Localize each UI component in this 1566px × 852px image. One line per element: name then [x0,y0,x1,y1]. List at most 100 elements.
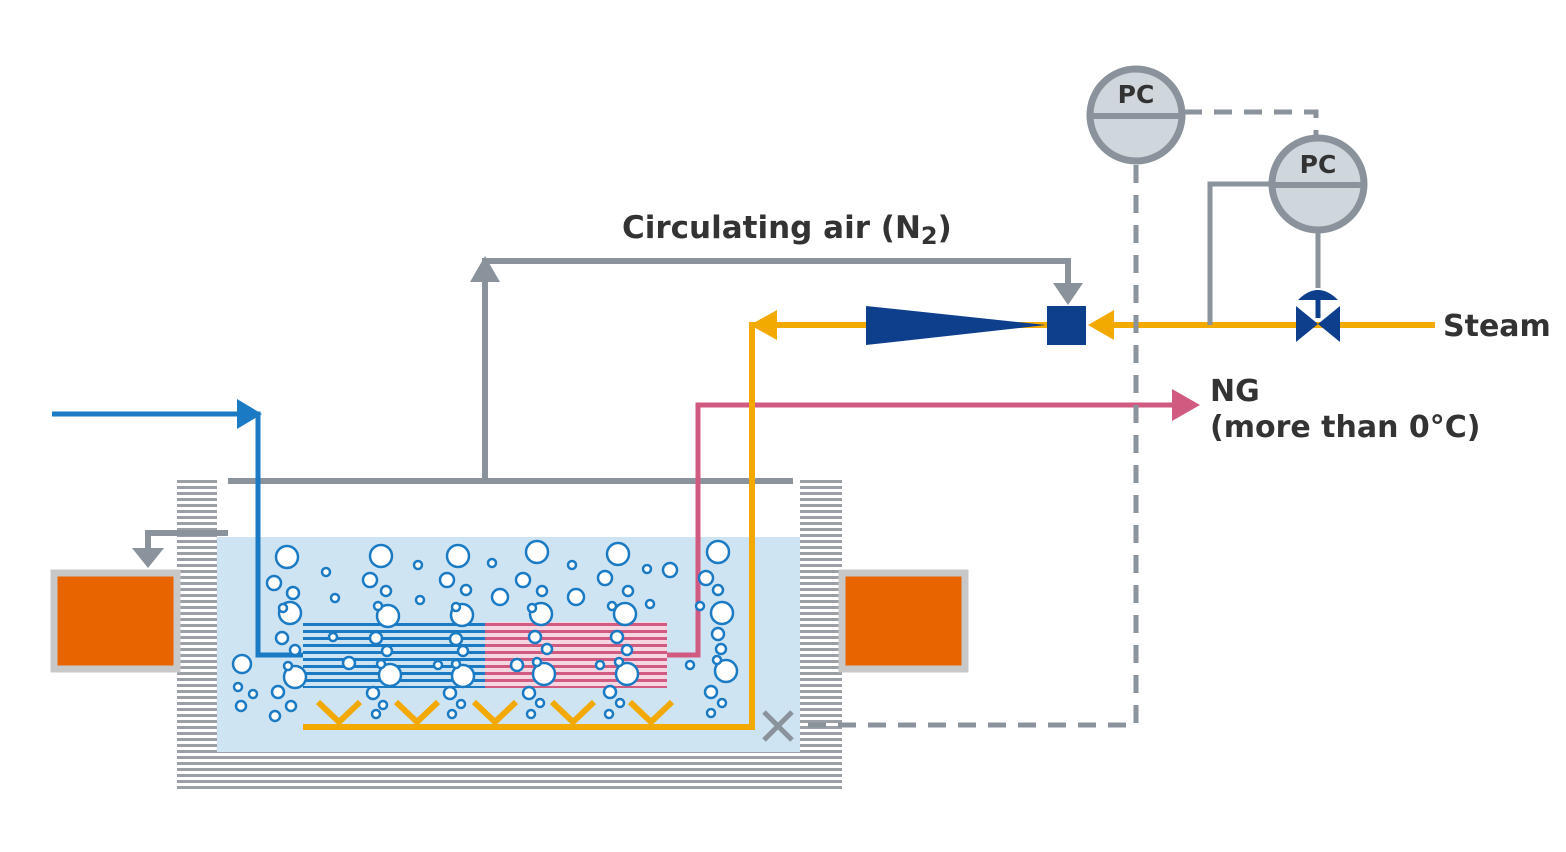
bubble [527,629,543,645]
bubble [596,569,614,587]
bubble [697,569,715,587]
bubble [282,660,294,672]
bubble [379,584,393,598]
bubble [490,587,510,607]
bubble [450,663,476,689]
bubble [705,707,717,719]
bubble [455,698,467,710]
bubble [716,697,728,709]
bubble [606,600,618,612]
bowtie-valve-icon[interactable] [1296,290,1340,342]
bubble [268,709,282,723]
heater-left [50,569,181,673]
overflow-outlet [132,530,228,568]
air-up-arrow [470,256,500,282]
bubble [232,681,244,693]
bubble [375,603,401,629]
bubble [368,543,394,569]
pc-signal-dashed [1184,109,1319,138]
bubble [594,659,606,671]
bubble [531,661,557,687]
bubble [438,571,456,589]
bubble [705,539,731,565]
pc-right-label: PC [1300,150,1337,179]
bubble [713,658,739,684]
lng-inlet-arrow [237,399,262,429]
bubble [285,585,301,601]
circulating-air-line [470,256,1083,481]
bubble [540,642,554,656]
bubble [414,594,426,606]
bubble [329,592,341,604]
bubble [377,699,389,711]
bubble [361,571,379,589]
pressure-controller-top[interactable]: PC [1086,65,1186,165]
bubble [368,630,384,646]
bubble [284,699,298,713]
bubble [445,543,471,569]
ng-temperature-label: (more than 0°C) [1210,410,1481,445]
bubble [277,602,289,614]
bubble [456,644,470,658]
bubble [265,574,283,592]
bubble [247,688,259,700]
bubble [535,584,549,598]
bubble [605,541,631,567]
bubble [534,697,546,709]
bubble [450,658,462,670]
tank-left-wall [177,477,217,790]
bubble [274,544,300,570]
pc-top-label: PC [1118,80,1155,109]
bubble [448,631,464,647]
bubble [521,685,537,701]
bubble [602,684,618,700]
heater-right [838,569,969,673]
bubble [372,600,384,612]
bubble [614,697,626,709]
ng-outlet-pipe [667,389,1200,658]
bubble [282,664,308,690]
bubble [684,659,696,671]
steam-arrow [1088,310,1114,340]
lng-inlet-pipe [52,399,303,658]
bubble [327,631,339,643]
bubble [365,685,381,701]
bubble [459,583,473,597]
sparger-nozzles [315,699,675,727]
bubble [446,708,458,720]
tank-bottom-wall [177,752,842,790]
bubble [711,654,723,666]
tank-right-wall [800,477,842,790]
bubble [509,657,525,673]
bubble [450,601,462,613]
steam-label: Steam [1443,309,1551,344]
bubble [566,587,586,607]
bubble [614,661,640,687]
bubble [661,561,679,579]
bubble [711,583,725,597]
bubble [709,600,735,626]
cone-icon [866,306,1046,345]
pressure-controller-right[interactable]: PC [1268,134,1368,234]
bubble [621,584,635,598]
bubble [694,600,706,612]
bubble [613,656,625,668]
bubble [531,656,543,668]
bubble [641,563,653,575]
control-lines [808,109,1321,728]
bubble [432,659,444,671]
bubble [603,708,615,720]
ng-label: NG [1210,374,1260,409]
bubble [320,566,332,578]
bubble [710,626,726,642]
bubble [525,708,537,720]
bubble [514,571,532,589]
bubble [231,653,253,675]
bubble [442,685,458,701]
square-node-icon [1047,306,1086,345]
bubble [412,559,424,571]
bubble [703,684,719,700]
bubble [288,643,302,657]
bubble [270,684,286,700]
